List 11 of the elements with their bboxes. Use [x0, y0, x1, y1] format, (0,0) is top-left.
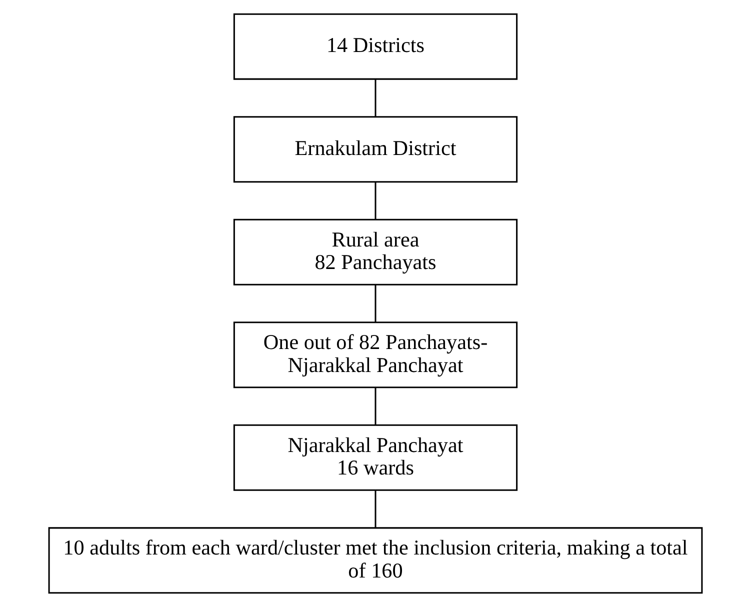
node-box: Rural area 82 Panchayats — [232, 218, 518, 286]
connector — [374, 490, 376, 528]
connector — [374, 182, 376, 220]
node-box: Ernakulam District — [232, 116, 518, 183]
node-box: Njarakkal Panchayat 16 wards — [232, 424, 518, 491]
node-box: One out of 82 Panchayats- Njarakkal Panchayat — [232, 322, 518, 388]
connector — [374, 79, 376, 116]
node-box: 14 Districts — [232, 13, 518, 80]
node-box: 10 adults from each ward/cluster met the inclusion criteria, making a total of 160 — [48, 527, 702, 594]
connector — [374, 387, 376, 425]
connector — [374, 284, 376, 322]
